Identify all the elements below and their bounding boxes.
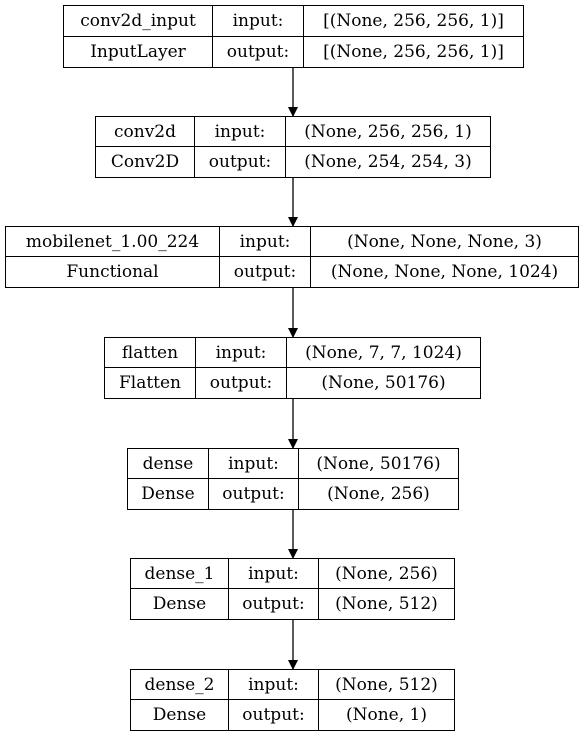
layer-node-conv2d: conv2d input: (None, 256, 256, 1) Conv2D… [95,116,491,178]
input-label: input: [213,6,304,37]
input-label: input: [220,227,311,257]
layer-node-dense: dense input: (None, 50176) Dense output:… [127,448,459,510]
layer-name: dense [128,449,209,479]
output-shape: (None, 256) [327,484,430,504]
input-shape: (None, 256) [319,559,454,589]
layer-type: Dense [131,589,229,619]
input-label: input: [195,117,286,147]
layer-type: Dense [128,479,209,509]
layer-type: Functional [6,257,220,287]
output-label: output: [196,368,287,398]
output-shape: (None, 512) [335,594,438,614]
output-label: output: [209,479,299,509]
output-label: output: [195,147,286,177]
layer-node-conv2d_input: conv2d_input input: [(None, 256, 256, 1)… [63,5,524,68]
layer-type: Flatten [105,368,196,398]
layer-name: mobilenet_1.00_224 [6,227,220,257]
layer-type: InputLayer [64,36,213,67]
layer-node-dense_1: dense_1 input: (None, 256) Dense output:… [130,558,455,620]
layer-type: Conv2D [96,147,195,177]
input-label: input: [196,338,287,368]
output-shape: (None, 1) [345,705,427,725]
input-label: input: [209,449,299,479]
output-shape: (None, None, None, 1024) [330,262,559,282]
layer-name: flatten [105,338,196,368]
input-shape: [(None, 256, 256, 1)] [304,6,523,37]
output-shape: (None, 254, 254, 3) [304,152,472,172]
input-shape: (None, None, None, 3) [311,227,578,257]
layer-node-dense_2: dense_2 input: (None, 512) Dense output:… [130,669,455,731]
input-shape: (None, 50176) [299,449,458,479]
output-label: output: [220,257,311,287]
layer-name: dense_2 [131,670,229,700]
output-label: output: [229,589,319,619]
layer-name: conv2d [96,117,195,147]
layer-name: dense_1 [131,559,229,589]
layer-name: conv2d_input [64,6,213,37]
input-shape: (None, 7, 7, 1024) [287,338,480,368]
output-label: output: [229,700,319,730]
layer-type: Dense [131,700,229,730]
layer-node-flatten: flatten input: (None, 7, 7, 1024) Flatte… [104,337,481,399]
output-shape: [(None, 256, 256, 1)] [323,41,504,62]
input-label: input: [229,559,319,589]
input-shape: (None, 256, 256, 1) [286,117,490,147]
input-label: input: [229,670,319,700]
layer-node-mobilenet: mobilenet_1.00_224 input: (None, None, N… [5,226,579,288]
output-shape: (None, 50176) [321,373,446,393]
input-shape: (None, 512) [319,670,454,700]
output-label: output: [213,36,304,67]
